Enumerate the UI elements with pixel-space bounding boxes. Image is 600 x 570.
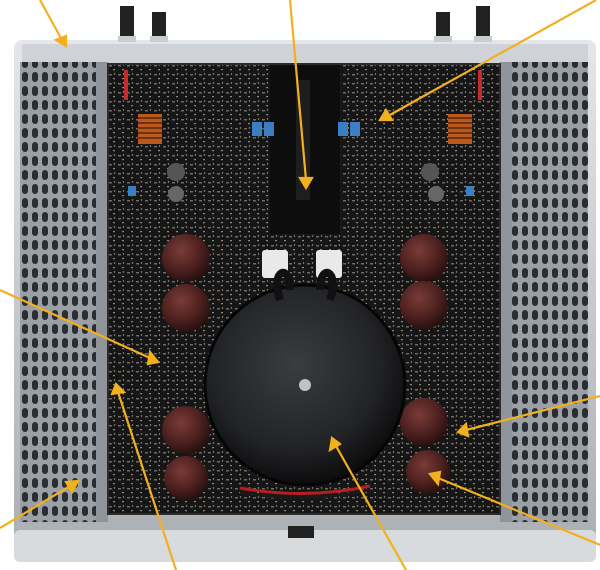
trim-potentiometers [128,122,474,196]
right-vent-panel [500,62,588,522]
reservoir-capacitors [162,234,450,500]
left-vent-panel [20,62,108,522]
toroidal-transformer [203,268,407,499]
left-inductor-icon [138,114,162,144]
binding-posts [118,6,492,100]
right-inductor-icon [448,114,472,144]
small-capacitors [167,163,444,202]
